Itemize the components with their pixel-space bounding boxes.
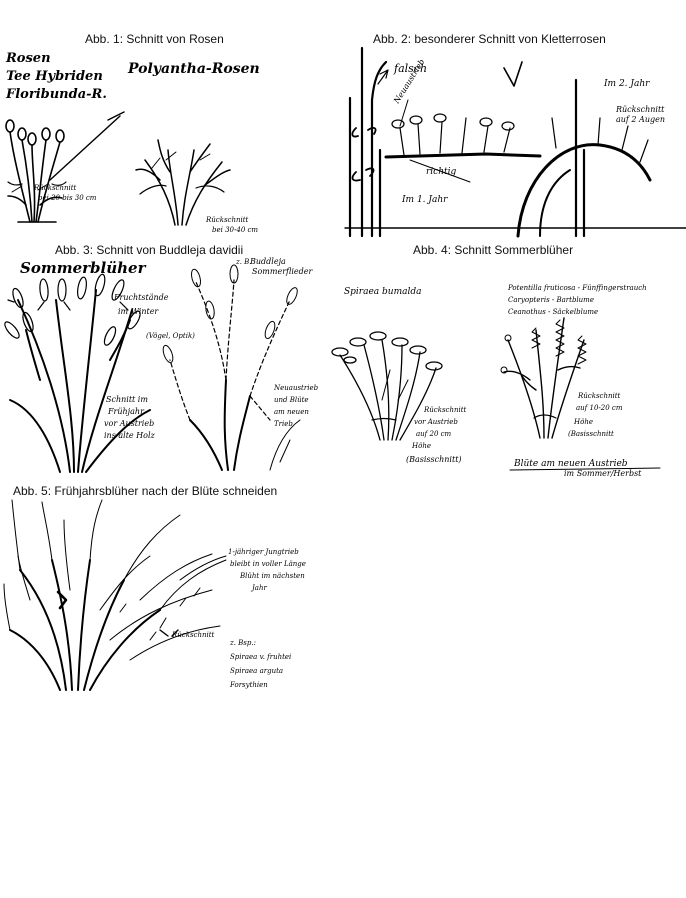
caption-fig4: Abb. 4: Schnitt Sommerblüher <box>413 243 574 257</box>
fig2-note-cut-1: Rückschnitt <box>615 105 665 114</box>
fig4-note-left-3: auf 20 cm <box>416 430 452 438</box>
fig3-note-cut-1: Schnitt im <box>106 395 148 404</box>
fig1-rose-bush-left <box>5 111 125 223</box>
fig2-label-right: richtig <box>426 167 457 177</box>
fig4-species-right-3: Ceanothus - Säckelblume <box>508 308 598 316</box>
fig1-drawing: Rosen Tee Hybriden Floribunda-R. Polyant… <box>5 51 260 234</box>
fig5-example-2: Spiraea v. fruhtei <box>230 653 291 661</box>
fig2-note-cut-2: auf 2 Augen <box>616 115 665 124</box>
fig4-note-right-4: (Basisschnitt <box>568 430 614 438</box>
fig4-drawing: Spiraea bumalda Rückschnitt vor Austrieb… <box>331 284 661 478</box>
fig3-note-cut-4: ins alte Holz <box>104 431 156 440</box>
fig5-note-growth-4: Jahr <box>250 584 267 592</box>
fig3-note-cut-2: Frühjahr <box>107 407 145 416</box>
caption-fig3: Abb. 3: Schnitt von Buddleja davidii <box>55 243 244 257</box>
fig5-note-growth-2: bleibt in voller Länge <box>230 560 306 568</box>
caption-fig1: Abb. 1: Schnitt von Rosen <box>85 32 224 46</box>
fig3-note-fruit-2: im Winter <box>118 307 159 316</box>
fig4-species-right-1: Potentilla fruticosa - Fünffingerstrauch <box>507 284 647 292</box>
fig4-note-bottom-1: Blüte am neuen Austrieb <box>513 459 628 469</box>
fig1-note-right-1: Rückschnitt <box>205 216 249 224</box>
fig1-note-left-2: bei 20 bis 30 cm <box>38 194 97 202</box>
fig3-drawing: Sommerblüher Fruchtstände im Winter (Vög… <box>4 257 319 473</box>
fig4-note-right-2: auf 10-20 cm <box>576 404 623 412</box>
fig3-note-fruit-1: Fruchtstände <box>113 293 169 302</box>
fig4-species-left: Spiraea bumalda <box>344 287 422 297</box>
fig3-example-2: Buddleja <box>249 257 286 266</box>
fig4-note-right-1: Rückschnitt <box>577 392 621 400</box>
fig1-heading-left-2: Tee Hybriden <box>6 69 103 84</box>
fig3-example-3: Sommerflieder <box>252 267 314 276</box>
fig5-drawing: 1-jähriger Jungtrieb bleibt in voller Lä… <box>3 499 306 691</box>
fig1-heading-right: Polyantha-Rosen <box>127 61 260 77</box>
caption-fig2: Abb. 2: besonderer Schnitt von Kletterro… <box>373 32 606 46</box>
fig4-note-left-2: vor Austrieb <box>414 418 458 426</box>
fig3-note-new-3: am neuen <box>274 408 309 416</box>
fig3-note-fruit-3: (Vögel, Optik) <box>146 332 195 340</box>
fig3-note-cut-3: vor Austrieb <box>104 419 154 428</box>
fig3-note-new-4: Trieb <box>274 420 293 428</box>
fig1-heading-left-3: Floribunda-R. <box>5 87 107 102</box>
fig5-note-cut: Rückschnitt <box>171 631 215 639</box>
fig2-label-year1: Im 1. Jahr <box>401 195 448 205</box>
fig3-note-new-2: und Blüte <box>274 396 309 404</box>
fig3-fruit-clusters <box>4 273 141 346</box>
fig4-note-left-1: Rückschnitt <box>423 406 467 414</box>
fig1-note-right-2: bei 30-40 cm <box>212 226 258 234</box>
fig4-note-bottom-2: im Sommer/Herbst <box>564 469 642 478</box>
fig2-label-year2: Im 2. Jahr <box>603 79 650 89</box>
fig4-species-right-2: Caryopteris - Bartblume <box>508 296 594 304</box>
fig4-note-right-3: Höhe <box>573 418 593 426</box>
fig2-drawing: falsch richtig Im 1. Jahr Im 2. Jahr Neu… <box>344 46 686 238</box>
fig5-example-3: Spiraea arguta <box>230 667 283 675</box>
fig5-example-4: Forsythien <box>229 681 268 689</box>
caption-fig5: Abb. 5: Frühjahrsblüher nach der Blüte s… <box>13 484 278 498</box>
fig1-rose-bush-right <box>135 139 231 226</box>
fig1-heading-left-1: Rosen <box>5 51 51 66</box>
fig5-note-growth-3: Blüht im nächsten <box>239 572 305 580</box>
fig2-label-wrong: falsch <box>393 62 427 75</box>
fig4-note-left-5: (Basisschnitt) <box>406 455 462 464</box>
fig3-heading: Sommerblüher <box>20 259 147 277</box>
fig5-note-growth-1: 1-jähriger Jungtrieb <box>228 548 299 556</box>
fig3-note-new-1: Neuaustrieb <box>273 384 319 392</box>
fig5-example-1: z. Bsp.: <box>229 639 256 647</box>
fig1-note-left-1: Rückschnitt <box>33 184 77 192</box>
fig4-note-left-4: Höhe <box>411 442 431 450</box>
fig3-example-1: z. B. <box>235 258 252 266</box>
